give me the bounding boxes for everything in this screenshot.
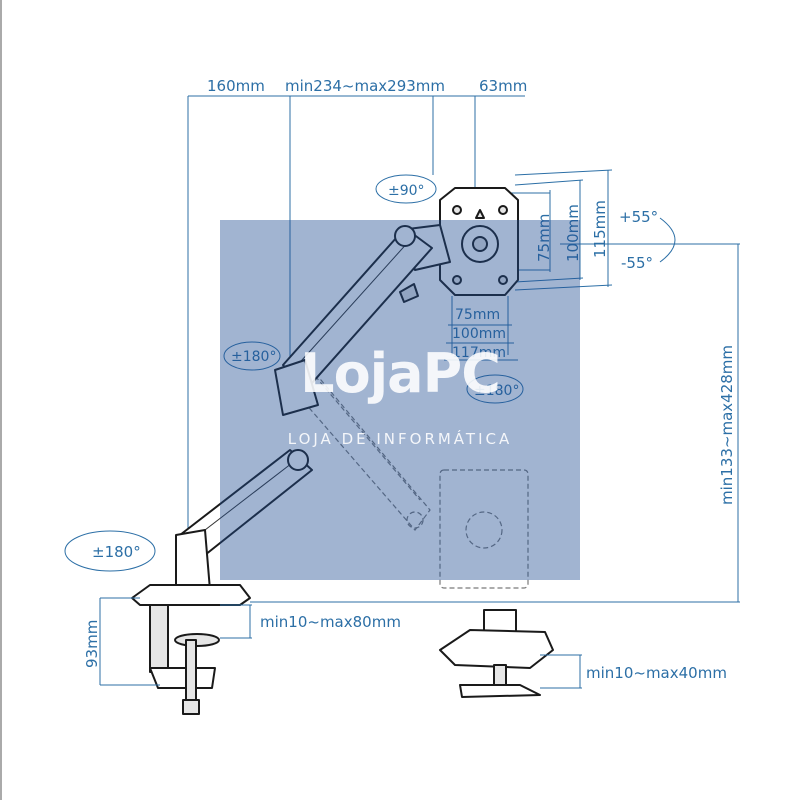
grommet-thickness-label: min10~max40mm bbox=[586, 664, 727, 682]
vesa-height-75-label: 75mm bbox=[535, 214, 553, 262]
elbow-swivel-icon bbox=[223, 341, 281, 371]
clamp-thickness-label: min10~max80mm bbox=[260, 613, 401, 631]
vesa-height-100-label: 100mm bbox=[564, 204, 582, 262]
lower-arm bbox=[179, 449, 313, 556]
watermark-overlay: LojaPC LOJA DE INFORMÁTICA bbox=[220, 220, 580, 580]
vesa-width-75-label: 75mm bbox=[455, 307, 500, 323]
watermark-title: LojaPC bbox=[300, 342, 501, 405]
clamp-height-label: 93mm bbox=[83, 620, 101, 668]
vesa-height-115-label: 115mm bbox=[591, 200, 609, 258]
base-swivel-icon bbox=[64, 530, 156, 572]
elbow-swivel-label: ±180° bbox=[231, 349, 276, 365]
upper-arm bbox=[282, 225, 433, 393]
arm-reach-label: 160mm bbox=[207, 77, 265, 95]
rotate-label: ±90° bbox=[388, 183, 425, 199]
desk-clamp bbox=[131, 584, 251, 715]
tilt-down-label: -55° bbox=[621, 254, 653, 272]
rotate-arrow-icon bbox=[375, 174, 437, 204]
height-range-label: min133~max428mm bbox=[718, 345, 736, 505]
height-range-lines bbox=[250, 243, 740, 603]
tilt-up-label: +55° bbox=[619, 208, 658, 226]
clamp-dimension-lines bbox=[99, 597, 582, 689]
elbow-joint bbox=[274, 359, 319, 416]
vesa-width-100-label: 100mm bbox=[452, 326, 506, 342]
head-swivel-label: ±180° bbox=[474, 383, 519, 399]
vesa-plate bbox=[439, 187, 519, 296]
grommet-mount bbox=[439, 609, 554, 698]
watermark-subtitle: LOJA DE INFORMÁTICA bbox=[287, 430, 513, 448]
top-dimension-lines bbox=[187, 95, 525, 540]
offset-label: 63mm bbox=[479, 77, 527, 95]
head-swivel-icon bbox=[466, 374, 524, 404]
extension-label: min234~max293mm bbox=[285, 77, 445, 95]
pole bbox=[175, 529, 211, 593]
tilt-arrow-icon bbox=[659, 217, 676, 263]
vesa-width-lines bbox=[444, 296, 518, 361]
base-swivel-label: ±180° bbox=[92, 543, 141, 561]
vesa-height-lines bbox=[510, 169, 613, 291]
vesa-width-117-label: 117mm bbox=[452, 345, 506, 361]
